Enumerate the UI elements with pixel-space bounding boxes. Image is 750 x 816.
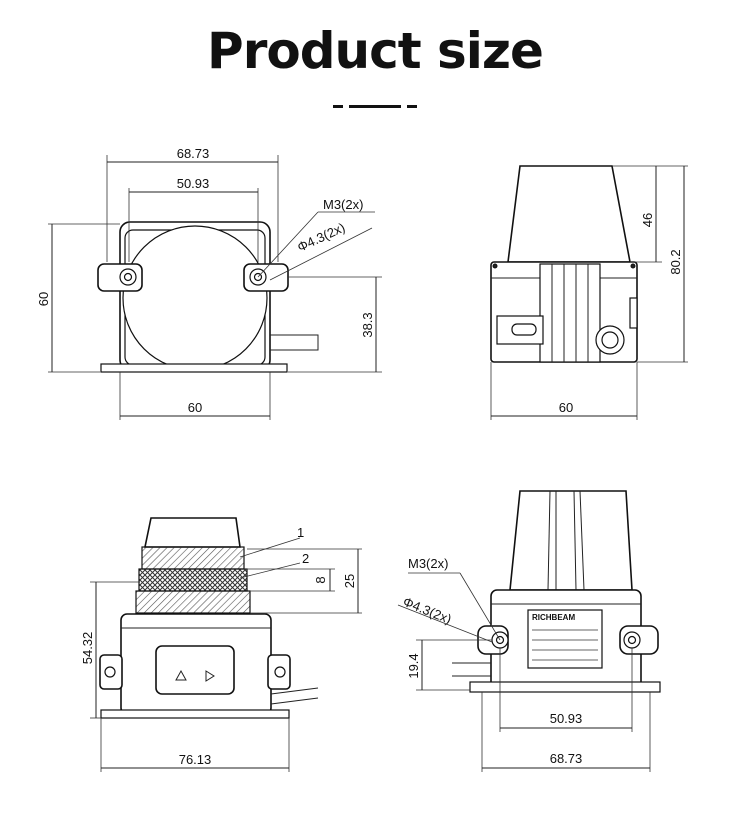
front-window-1: [141, 546, 245, 570]
rear-brand: RICHBEAM: [532, 613, 575, 622]
side-view: 46 80.2 60: [490, 165, 688, 420]
front-view: 1 2 8 25 54.32 76.13: [80, 517, 362, 772]
dim-rear-outer: 68.73: [550, 751, 583, 766]
side-dome: [507, 165, 631, 263]
dim-side-bottom: 60: [559, 400, 573, 415]
top-view: 68.73 50.93 60 38.3 60 M3(2x) Φ4.3(2x): [36, 146, 382, 420]
top-window: [122, 225, 268, 371]
front-panel: [155, 645, 235, 695]
callout-top-hole: Φ4.3(2x): [295, 220, 347, 255]
callout-rear-thread: M3(2x): [408, 556, 448, 571]
front-window-3: [135, 590, 251, 614]
side-fins: [539, 263, 601, 363]
rear-label: [527, 609, 603, 669]
side-tab: [629, 297, 638, 329]
top-base: [100, 363, 288, 373]
rear-view: RICHBEAM M3(2x) Φ4.3(2x) 19.4 50.93 68.7…: [397, 490, 661, 772]
page-title: Product size: [207, 22, 544, 80]
callout-top-thread: M3(2x): [323, 197, 363, 212]
dim-front-8: 8: [313, 576, 328, 583]
callout-rear-hole: Φ4.3(2x): [401, 594, 454, 627]
dim-top-outer: 68.73: [177, 146, 210, 161]
dim-top-height-right: 38.3: [360, 312, 375, 337]
dim-front-height: 54.32: [80, 632, 95, 665]
dim-side-upper: 46: [640, 213, 655, 227]
play-icon: [205, 670, 215, 682]
dim-side-total: 80.2: [668, 249, 683, 274]
warning-icon: [175, 669, 187, 681]
front-dome: [144, 517, 241, 548]
title-rule-right: [407, 105, 417, 108]
front-base: [100, 709, 290, 719]
callout-front-2: 2: [302, 551, 309, 566]
rear-dome: [509, 490, 633, 591]
dim-top-height-left: 60: [36, 292, 51, 306]
top-hole-left-inner: [123, 272, 133, 282]
dim-top-bottom: 60: [188, 400, 202, 415]
side-connector-inner: [601, 331, 619, 349]
dim-rear-height: 19.4: [406, 653, 421, 678]
dim-front-25: 25: [342, 574, 357, 588]
title-rule-left: [333, 105, 343, 108]
dim-front-bottom: 76.13: [179, 752, 212, 767]
rear-base: [469, 681, 661, 693]
dim-top-inner: 50.93: [177, 176, 210, 191]
callout-front-1: 1: [297, 525, 304, 540]
top-cable: [270, 334, 319, 351]
front-window-2: [138, 568, 248, 592]
title-rule-center: [349, 105, 401, 108]
side-window-slot: [511, 323, 537, 336]
rear-cable: [452, 662, 491, 677]
front-cable: [270, 687, 319, 705]
dim-rear-inner: 50.93: [550, 711, 583, 726]
